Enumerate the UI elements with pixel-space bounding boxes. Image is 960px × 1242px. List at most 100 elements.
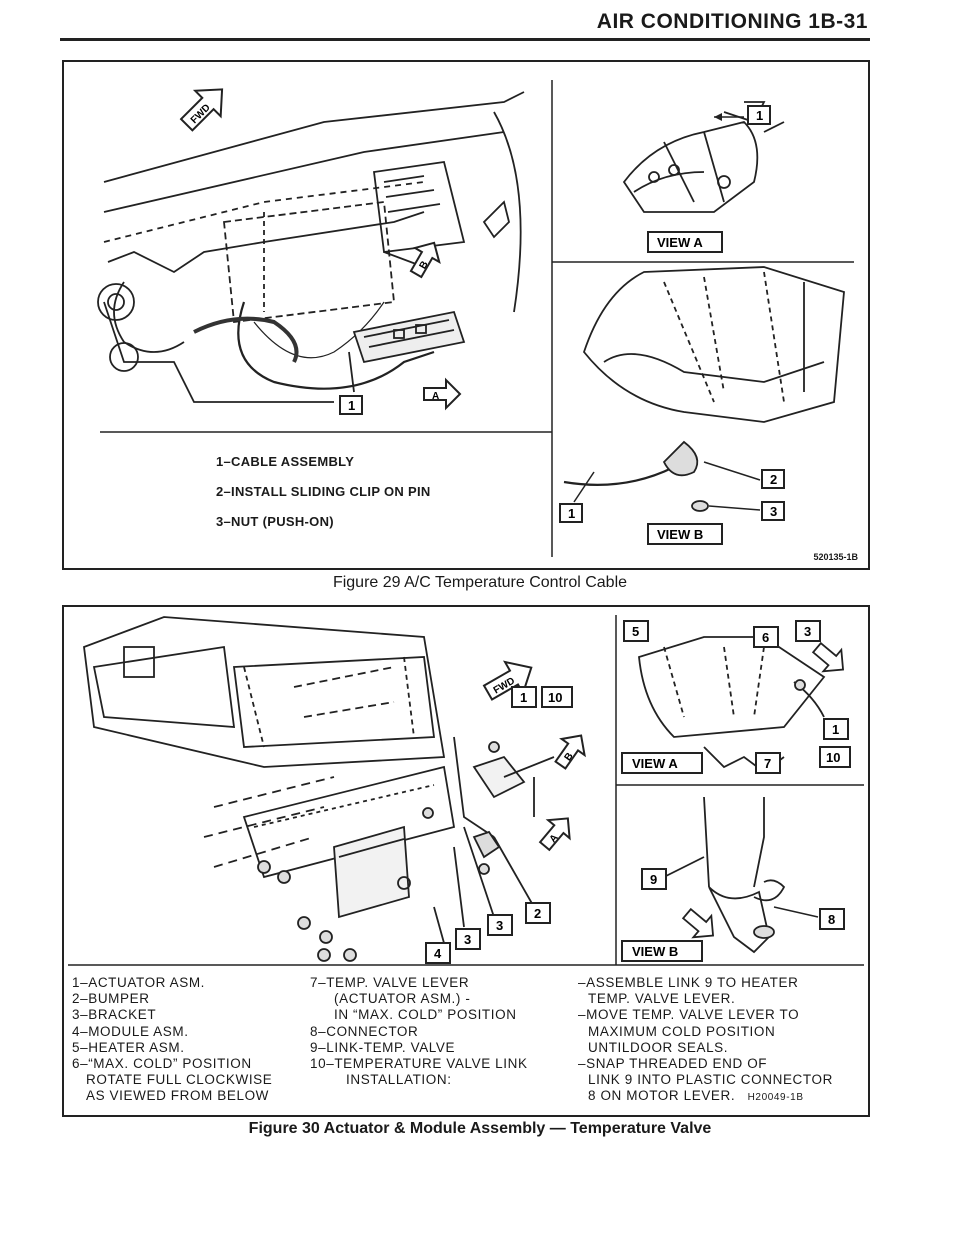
view-b-marker-icon: B bbox=[554, 734, 586, 770]
legend-item-2: 2–INSTALL SLIDING CLIP ON PIN bbox=[216, 484, 431, 499]
callout-text: 1 bbox=[756, 108, 763, 123]
fwd-arrow-small-icon bbox=[681, 907, 715, 939]
callout-10-view-a: 10 bbox=[819, 746, 851, 768]
view-a-drawing bbox=[638, 636, 826, 774]
callout-5-view-a: 5 bbox=[623, 620, 649, 642]
legend-line: –ASSEMBLE LINK 9 TO HEATER bbox=[578, 975, 799, 990]
legend-line: 10–TEMPERATURE VALVE LINK bbox=[310, 1056, 528, 1072]
callout-text: 10 bbox=[548, 690, 562, 705]
legend-line: IN “MAX. COLD” POSITION bbox=[334, 1007, 517, 1023]
legend-column-3: –ASSEMBLE LINK 9 TO HEATER TEMP. VALVE L… bbox=[578, 975, 833, 1107]
legend-line: 4–MODULE ASM. bbox=[72, 1023, 189, 1039]
legend-line: –MOVE TEMP. VALVE LEVER TO bbox=[578, 1007, 800, 1023]
figure-29-illustration: FWD B A 1 1 bbox=[97, 80, 854, 557]
legend-line: 7–TEMP. VALVE LEVER bbox=[310, 975, 470, 990]
callout-text: 1 bbox=[832, 722, 839, 737]
view-b-label: VIEW B bbox=[647, 523, 723, 545]
callout-10-main: 10 bbox=[541, 686, 573, 708]
callout-text: 1 bbox=[348, 398, 355, 413]
legend-column-2: 7–TEMP. VALVE LEVER (ACTUATOR ASM.) - IN… bbox=[310, 975, 528, 1088]
callout-2-view-b: 2 bbox=[703, 461, 785, 489]
callout-text: 8 bbox=[828, 912, 835, 927]
legend-column-1: 1–ACTUATOR ASM. 2–BUMPER 3–BRACKET 4–MOD… bbox=[72, 975, 272, 1105]
view-a-label: VIEW A bbox=[647, 231, 723, 253]
page-header-title: AIR CONDITIONING 1B-31 bbox=[596, 10, 868, 33]
callout-4-main: 4 bbox=[425, 942, 451, 964]
legend-line: TEMP. VALVE LEVER. bbox=[588, 991, 736, 1007]
fwd-arrow-icon: FWD bbox=[179, 88, 224, 132]
callout-8-view-b: 8 bbox=[773, 906, 845, 930]
legend-line-text: 8 ON MOTOR LEVER. bbox=[588, 1088, 736, 1104]
callout-2-main: 2 bbox=[525, 902, 551, 924]
figure-30-ref-code: H20049-1B bbox=[747, 1092, 804, 1104]
view-b-marker-icon: B bbox=[409, 241, 441, 279]
callout-text: 1 bbox=[568, 506, 575, 521]
view-a-label: VIEW A bbox=[621, 752, 703, 774]
view-a-marker-text: A bbox=[432, 391, 439, 402]
figure-30-caption: Figure 30 Actuator & Module Assembly — T… bbox=[248, 1120, 712, 1137]
legend-line: AS VIEWED FROM BELOW bbox=[86, 1088, 270, 1104]
legend-line: LINK 9 INTO PLASTIC CONNECTOR bbox=[588, 1072, 833, 1088]
header-rule bbox=[60, 38, 870, 41]
callout-1-view-b: 1 bbox=[559, 471, 595, 523]
figure-30-box: FWD B A 1 10 4 3 3 bbox=[62, 605, 870, 1117]
legend-line: MAXIMUM COLD POSITION bbox=[588, 1023, 776, 1039]
callout-1-view-a: 1 bbox=[823, 718, 849, 740]
view-b-drawing bbox=[563, 266, 845, 512]
legend-line: INSTALLATION: bbox=[346, 1072, 452, 1088]
callout-1-main: 1 bbox=[511, 686, 537, 708]
callout-text: 3 bbox=[770, 504, 777, 519]
legend-item-1: 1–CABLE ASSEMBLY bbox=[216, 454, 355, 469]
view-b-text: VIEW B bbox=[657, 527, 703, 542]
view-b-label: VIEW B bbox=[621, 940, 703, 962]
legend-line: 6–“MAX. COLD” POSITION bbox=[72, 1056, 252, 1072]
callout-text: 3 bbox=[804, 624, 811, 639]
view-a-marker-icon: A bbox=[423, 377, 462, 411]
callout-text: 10 bbox=[826, 750, 840, 765]
figure-29-ref-code: 520135-1B bbox=[813, 552, 858, 562]
callout-3-main-a: 3 bbox=[455, 928, 481, 950]
callout-text: 6 bbox=[762, 630, 769, 645]
legend-line: 9–LINK-TEMP. VALVE bbox=[310, 1039, 456, 1055]
callout-1-main: 1 bbox=[339, 395, 363, 415]
callout-text: 2 bbox=[534, 906, 541, 921]
callout-text: 1 bbox=[520, 690, 527, 705]
callout-text: 3 bbox=[496, 918, 503, 933]
legend-line: –SNAP THREADED END OF bbox=[578, 1056, 768, 1072]
legend-item-3: 3–NUT (PUSH-ON) bbox=[216, 514, 334, 529]
legend-line: 2–BUMPER bbox=[72, 991, 150, 1007]
view-a-marker-icon: A bbox=[538, 817, 571, 852]
heater-module-drawing bbox=[83, 616, 555, 962]
view-b-text: VIEW B bbox=[632, 944, 678, 959]
callout-text: 7 bbox=[764, 756, 771, 771]
view-a-text: VIEW A bbox=[657, 235, 703, 250]
legend-line: 1–ACTUATOR ASM. bbox=[72, 975, 206, 990]
figure-29-caption: Figure 29 A/C Temperature Control Cable bbox=[332, 574, 628, 591]
view-b-drawing bbox=[663, 796, 786, 954]
legend-line: UNTILDOOR SEALS. bbox=[588, 1039, 729, 1055]
legend-line: 5–HEATER ASM. bbox=[72, 1039, 185, 1055]
callout-9-view-b: 9 bbox=[641, 868, 667, 890]
callout-3-view-b: 3 bbox=[708, 501, 785, 521]
callout-text: 3 bbox=[464, 932, 471, 947]
view-b-marker-text: B bbox=[418, 259, 431, 271]
callout-7-view-a: 7 bbox=[755, 752, 781, 774]
legend-line: 8 ON MOTOR LEVER. H20049-1B bbox=[578, 1088, 833, 1106]
view-a-drawing bbox=[622, 101, 785, 213]
dash-panel-drawing bbox=[97, 91, 525, 403]
fwd-arrow-icon: FWD bbox=[482, 660, 533, 701]
callout-1-view-a: 1 bbox=[714, 105, 771, 125]
callout-3-view-a: 3 bbox=[795, 620, 821, 642]
callout-text: 5 bbox=[632, 624, 639, 639]
callout-3-main-b: 3 bbox=[487, 914, 513, 936]
callout-text: 9 bbox=[650, 872, 657, 887]
callout-text: 2 bbox=[770, 472, 777, 487]
legend-line: 8–CONNECTOR bbox=[310, 1023, 419, 1039]
legend-line: ROTATE FULL CLOCKWISE bbox=[86, 1072, 273, 1088]
fwd-arrow-small-icon bbox=[811, 641, 845, 673]
callout-text: 4 bbox=[434, 946, 442, 961]
view-a-text: VIEW A bbox=[632, 756, 678, 771]
figure-30-illustration: FWD B A 1 10 4 3 3 bbox=[68, 615, 864, 966]
legend-line: 3–BRACKET bbox=[72, 1007, 157, 1023]
callout-6-view-a: 6 bbox=[753, 626, 779, 648]
